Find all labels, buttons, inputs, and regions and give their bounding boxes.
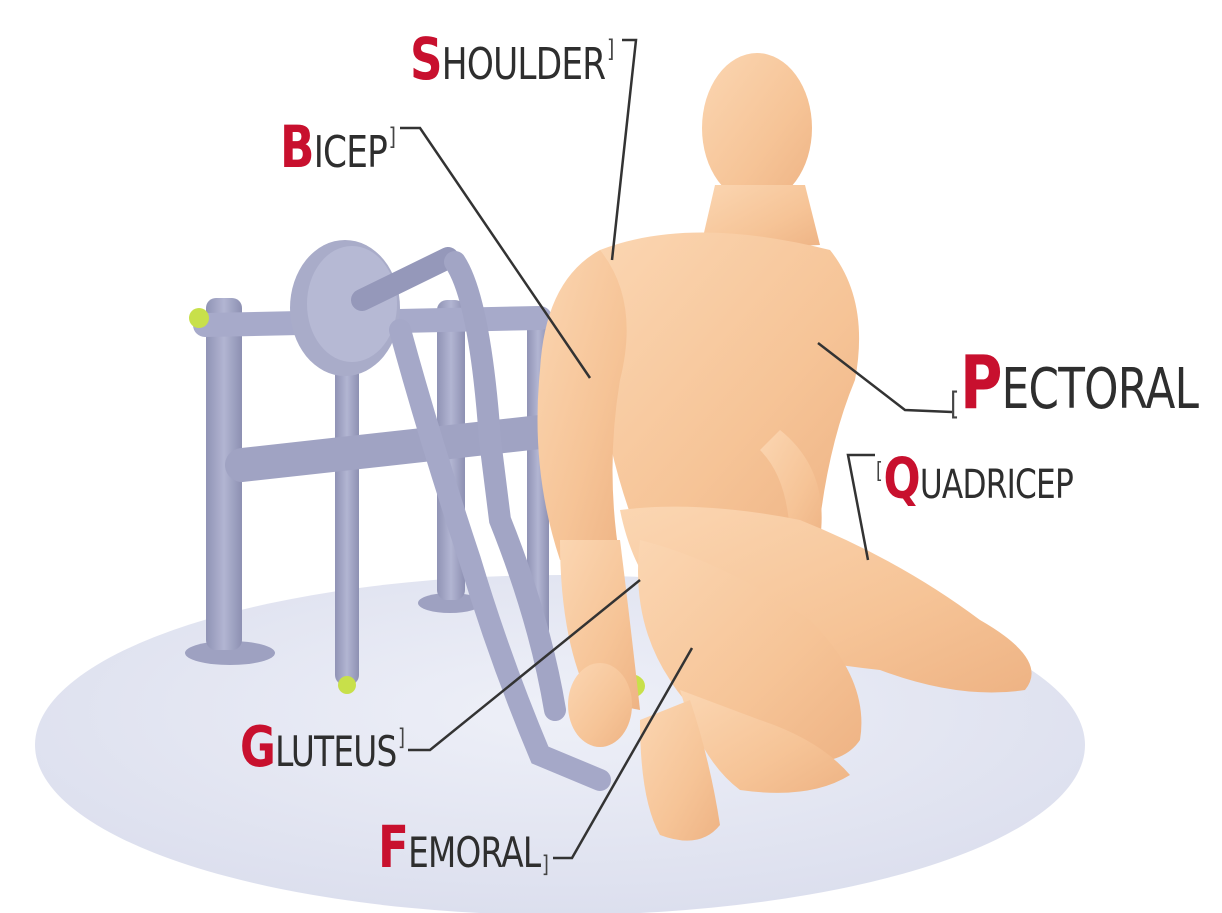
quadricep-label-initial: Q bbox=[883, 447, 919, 512]
quadricep-label-rest: UADRICEP bbox=[920, 462, 1073, 508]
shoulder-label-initial: S bbox=[410, 25, 442, 93]
shoulder-label: SHOULDER] bbox=[410, 30, 614, 88]
gluteus-label: GLUTEUS] bbox=[240, 720, 404, 776]
femoral-label: FEMORAL] bbox=[378, 818, 548, 877]
gluteus-label-initial: G bbox=[240, 715, 275, 780]
bicep-label-initial: B bbox=[280, 113, 314, 181]
pectoral-label-rest: ECTORAL bbox=[1002, 357, 1198, 422]
femoral-label-rest: EMORAL bbox=[408, 828, 540, 877]
shoulder-leader bbox=[612, 40, 636, 260]
pectoral-label: [PECTORAL bbox=[950, 346, 1198, 420]
femoral-label-initial: F bbox=[378, 813, 408, 881]
pectoral-label-initial: P bbox=[960, 340, 1002, 426]
shoulder-label-rest: HOULDER bbox=[442, 39, 606, 90]
quadricep-label: [QUADRICEP bbox=[876, 452, 1073, 508]
gluteus-label-rest: LUTEUS bbox=[275, 727, 396, 776]
bicep-label: BICEP] bbox=[280, 118, 395, 176]
bicep-label-rest: ICEP bbox=[314, 127, 387, 178]
